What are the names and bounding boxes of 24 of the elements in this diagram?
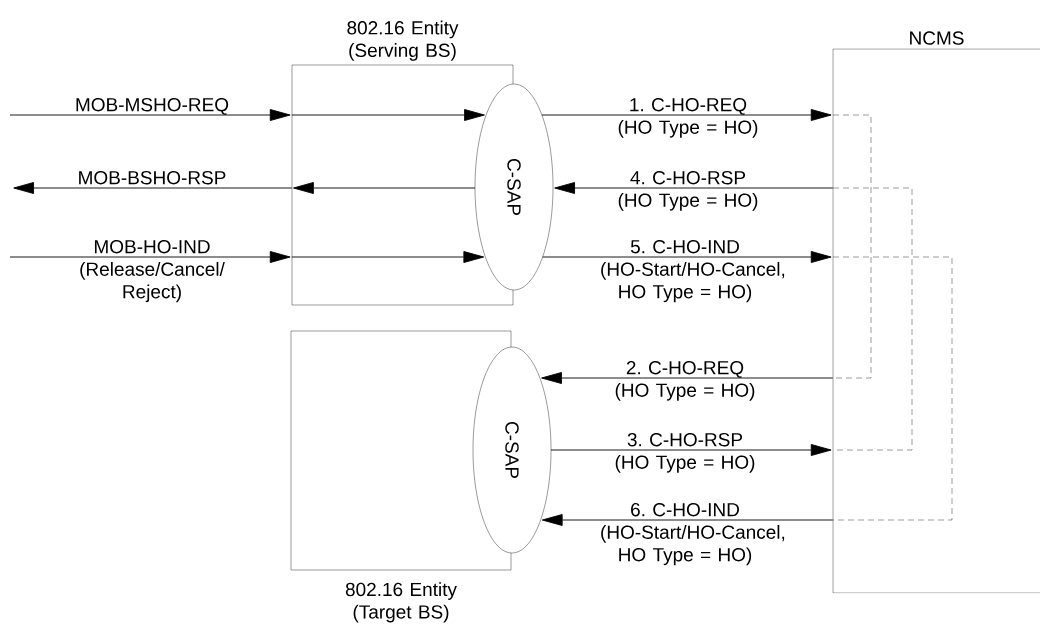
arrow: [541, 109, 832, 121]
arrow: [9, 251, 291, 263]
arrow: [541, 372, 834, 384]
entity-box: NCMS: [832, 31, 1040, 594]
edge-label: MOB-MSHO-REQ: [76, 97, 229, 115]
edge-label: MOB-BSHO-RSP: [79, 170, 226, 185]
arrow: [542, 251, 832, 263]
arrow: [293, 182, 476, 194]
edge-label: 1. C-HO-REQ (HO Type = HO): [618, 97, 758, 138]
edge-label: 2. C-HO-REQ (HO Type = HO): [615, 360, 755, 401]
edge-label: 4. C-HO-RSP (HO Type = HO): [618, 170, 758, 211]
arrow: [291, 251, 485, 263]
arrow: [291, 109, 485, 121]
edge-label: 5. C-HO-IND (HO-Start/HO-Cancel, HO Type = HO): [601, 239, 785, 303]
edge-label: MOB-HO-IND (Release/Cancel/ Reject): [80, 239, 225, 303]
node-label: 802.16 Entity (Serving BS): [347, 20, 459, 61]
arrow: [554, 182, 834, 194]
arrow: [541, 514, 834, 526]
node-label: 802.16 Entity (Target BS): [345, 582, 457, 623]
arrow: [13, 182, 293, 194]
arrow: [9, 109, 291, 121]
edge-label: 3. C-HO-RSP (HO Type = HO): [615, 432, 755, 473]
edge-label: 6. C-HO-IND (HO-Start/HO-Cancel, HO Type = HO): [601, 502, 785, 566]
arrow: [550, 444, 832, 456]
